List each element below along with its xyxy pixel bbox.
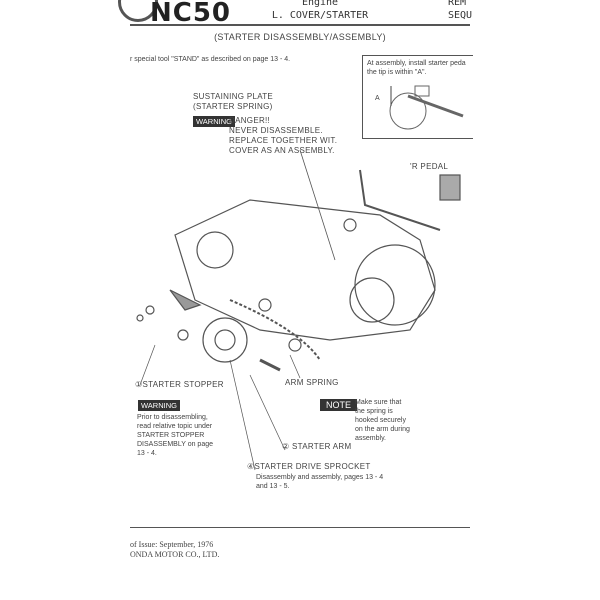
drive-sprocket: [202, 317, 248, 363]
warning-line: REPLACE TOGETHER WIT.: [229, 136, 338, 145]
note-line: on the arm during: [355, 426, 410, 433]
header-right-bottom: SEQU: [448, 10, 473, 21]
page-title: (STARTER DISASSEMBLY/ASSEMBLY): [214, 32, 386, 42]
footer-rule: [130, 527, 470, 528]
issue-date: of Issue: September, 1976: [130, 540, 214, 549]
warning-badge: WARNING: [193, 116, 235, 127]
sustaining-plate-sublabel: (STARTER SPRING): [193, 102, 273, 111]
note-line: assembly.: [355, 435, 386, 442]
warning-line: NEVER DISASSEMBLE.: [229, 126, 323, 135]
starter-pedal-label: 'R PEDAL: [410, 162, 449, 171]
pedal-detail-drawing: [389, 85, 464, 130]
note-line: hooked securely: [355, 417, 406, 424]
drive-sprocket-desc: Disassembly and assembly, pages 13 - 4: [256, 474, 384, 481]
intro-text: r special tool "STAND" as described on p…: [130, 56, 291, 63]
sustaining-plate-label: SUSTAINING PLATE: [193, 92, 274, 101]
starter-arm-label: ② STARTER ARM: [282, 442, 352, 451]
note-line: Make sure that: [355, 399, 402, 406]
note-text: Make sure that the spring is hooked secu…: [355, 398, 413, 443]
drive-sprocket-label: ④STARTER DRIVE SPROCKET: [247, 462, 371, 471]
header-right-top: REM: [448, 0, 467, 8]
note-line: the spring is: [355, 408, 393, 415]
warning-text: DANGER!! NEVER DISASSEMBLE. REPLACE TOGE…: [229, 116, 337, 156]
header-rule: [130, 24, 470, 26]
dimension-label-a: A: [375, 95, 380, 102]
arm-spring-label: ARM SPRING: [285, 378, 339, 387]
assembly-note-line: At assembly, install starter peda: [367, 60, 466, 67]
warning-2-line: read relative topic under: [137, 423, 213, 430]
subsection-title: L. COVER/STARTER: [271, 10, 369, 21]
warning-2-text: Prior to disassembling, read relative to…: [137, 413, 219, 458]
warning-line: COVER AS AN ASSEMBLY.: [229, 146, 335, 155]
section-title: Engine: [301, 0, 339, 8]
warning-2-line: 13 - 4.: [137, 450, 157, 457]
left-cover: [174, 199, 436, 341]
warning-2-line: Prior to disassembling,: [137, 414, 208, 421]
assembly-note-box: At assembly, install starter peda the ti…: [362, 55, 473, 139]
warning-2-line: DISASSEMBLY on page: [137, 441, 214, 448]
warning-badge-2: WARNING: [138, 400, 180, 411]
publisher: ONDA MOTOR CO., LTD.: [130, 550, 220, 559]
note-badge: NOTE: [320, 399, 358, 411]
warning-line: DANGER!!: [229, 116, 271, 125]
model-logo: NC50: [150, 0, 232, 28]
warning-2-line: STARTER STOPPER: [137, 432, 205, 439]
starter-stopper-label: ①STARTER STOPPER: [135, 380, 224, 389]
pedal-rubber: [439, 174, 461, 201]
drive-sprocket-desc-2: and 13 - 5.: [256, 483, 290, 490]
assembly-note-line: the tip is within "A".: [367, 69, 427, 76]
